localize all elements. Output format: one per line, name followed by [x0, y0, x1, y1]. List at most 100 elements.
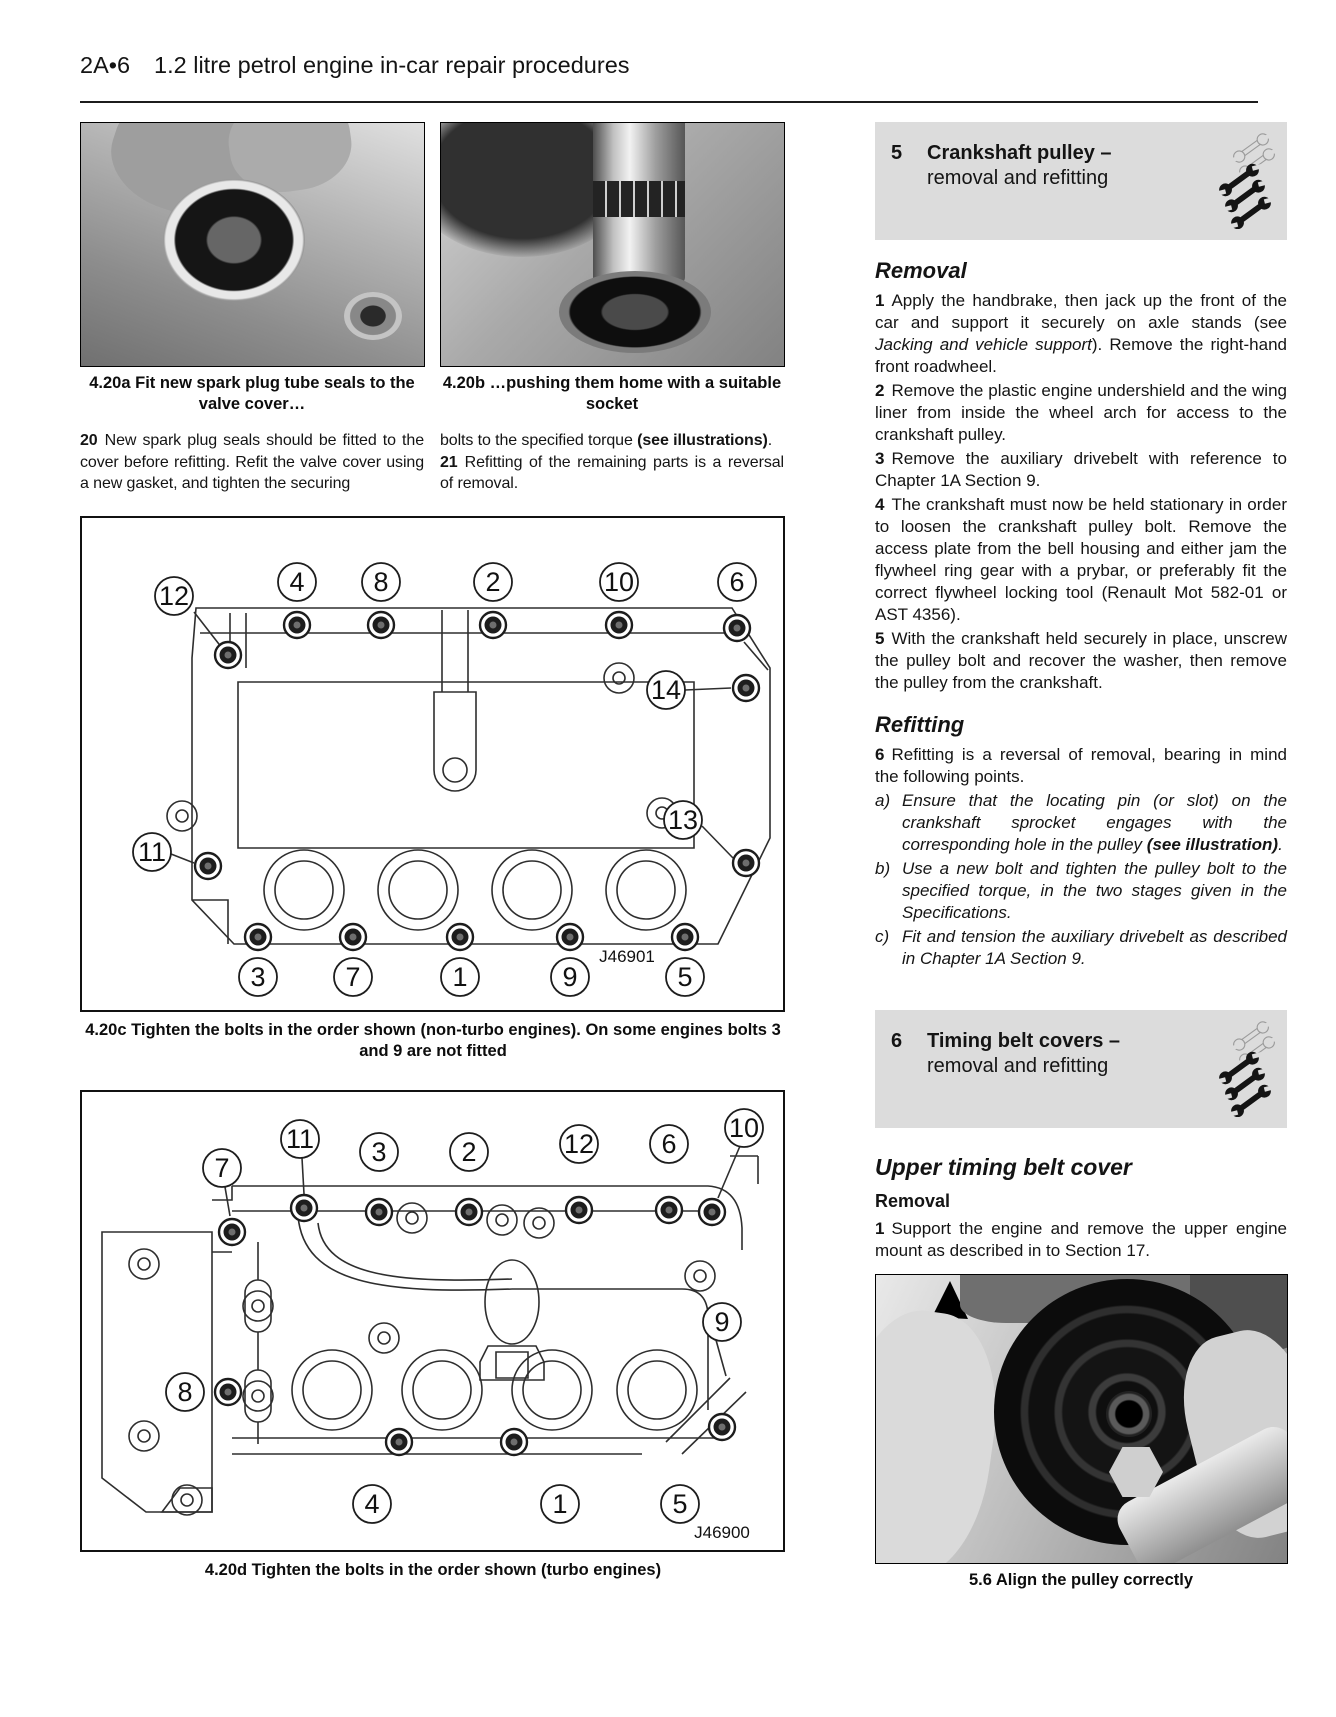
photo-art-pulley-hub [1106, 1391, 1152, 1437]
step-number: 1 [875, 291, 885, 310]
svg-text:2: 2 [485, 567, 500, 597]
paragraph-text: Refitting of the remaining parts is a re… [440, 453, 784, 493]
svg-text:8: 8 [373, 567, 388, 597]
svg-text:7: 7 [214, 1153, 229, 1183]
see-illustration-ref: (see illustration) [1146, 835, 1279, 854]
list-item-b: b) Use a new bolt and tighten the pulley… [875, 858, 1287, 924]
caption-4-20d: 4.20d Tighten the bolts in the order sho… [204, 1561, 662, 1579]
list-item-body: Use a new bolt and tighten the pulley bo… [902, 859, 1287, 922]
svg-text:9: 9 [562, 962, 577, 992]
difficulty-spanner-icon [1213, 1021, 1277, 1117]
step-number: 3 [875, 449, 885, 468]
svg-text:6: 6 [661, 1129, 676, 1159]
step-text: Remove the plastic engine undershield an… [875, 381, 1287, 444]
svg-text:8: 8 [177, 1377, 192, 1407]
refitting-heading: Refitting [875, 712, 965, 737]
svg-text:10: 10 [604, 567, 634, 597]
step-text: Support the engine and remove the upper … [875, 1219, 1287, 1260]
step-text: ). Remove the right-hand front roadwheel… [875, 335, 1287, 376]
svg-text:7: 7 [345, 962, 360, 992]
section-number: 5 [891, 142, 903, 164]
paragraph-number: 21 [440, 453, 458, 471]
diagram-line-art [170, 607, 771, 945]
page-title: 1.2 litre petrol engine in-car repair pr… [154, 52, 630, 78]
list-item-body: Fit and tension the auxiliary drivebelt … [902, 927, 1287, 968]
svg-text:6: 6 [729, 567, 744, 597]
list-item-body: Ensure that the locating pin (or slot) o… [902, 791, 1287, 854]
svg-text:11: 11 [138, 837, 166, 867]
list-item-label: c) [875, 927, 890, 946]
removal-heading: Removal [875, 258, 967, 283]
paragraph-text: bolts to the specified torque [440, 432, 638, 449]
caption-4-20b: 4.20b …pushing them home with a suitable… [442, 374, 782, 413]
photo-4-20b [440, 122, 785, 367]
caption-4-20a: 4.20a Fit new spark plug tube seals to t… [89, 374, 415, 413]
step-text: The crankshaft must now be held stationa… [875, 495, 1287, 624]
step-text: Apply the handbrake, then jack up the fr… [875, 291, 1287, 332]
intro-paragraph-21: bolts to the specified torque (see illus… [440, 430, 784, 495]
svg-text:5: 5 [677, 962, 692, 992]
svg-text:2: 2 [461, 1137, 476, 1167]
step-number: 5 [875, 629, 885, 648]
list-item-label: a) [875, 791, 891, 810]
svg-text:4: 4 [289, 567, 304, 597]
section-subtitle: removal and refitting [927, 1055, 1109, 1077]
photo-4-20a [80, 122, 425, 367]
diagram-ref-label: J46900 [694, 1523, 750, 1542]
photo-art-socket-band [593, 181, 685, 217]
difficulty-spanner-icon [1213, 133, 1277, 229]
step-number: 1 [875, 1219, 885, 1238]
section-title: Crankshaft pulley – [927, 142, 1112, 164]
caption-4-20c: 4.20c Tighten the bolts in the order sho… [85, 1021, 781, 1060]
photo-art-socket [593, 123, 685, 285]
photo-art-bolt-hole [344, 292, 402, 340]
section-title: Timing belt covers – [927, 1030, 1121, 1052]
section-number: 6 [891, 1030, 903, 1052]
svg-text:11: 11 [286, 1124, 314, 1154]
cross-reference: Jacking and vehicle support [875, 335, 1092, 354]
step-text: With the crankshaft held securely in pla… [875, 629, 1287, 692]
caption-5-6: 5.6 Align the pulley correctly [968, 1571, 1194, 1589]
svg-text:1: 1 [552, 1489, 567, 1519]
section-5-header: 5 Crankshaft pulley – removal and refitt… [875, 122, 1287, 240]
step-number: 4 [875, 495, 885, 514]
step-text: Remove the auxiliary drivebelt with refe… [875, 449, 1287, 490]
svg-text:12: 12 [564, 1129, 594, 1159]
list-item-text: Use a new bolt and tighten the pulley bo… [902, 858, 1287, 924]
list-item-c: c) Fit and tension the auxiliary drivebe… [875, 926, 1287, 970]
photo-art-seal-ring [163, 179, 305, 301]
section-6-header: 6 Timing belt covers – removal and refit… [875, 1010, 1287, 1128]
right-column: 5 Crankshaft pulley – removal and refitt… [875, 122, 1287, 1264]
header-rule [80, 101, 1258, 103]
upper-removal-subheading: Removal [875, 1191, 951, 1211]
photo-art-bolt-head [1109, 1447, 1163, 1497]
list-item-label: b) [875, 859, 891, 878]
svg-text:10: 10 [729, 1113, 759, 1143]
list-item-text: Ensure that the locating pin (or slot) o… [902, 790, 1287, 856]
list-item-body: . [1278, 835, 1283, 854]
paragraph-number: 20 [80, 432, 98, 449]
paragraph-text: New spark plug seals should be fitted to… [80, 432, 424, 492]
photo-5-6-pulley [875, 1274, 1288, 1564]
see-illustrations-ref: (see illustrations) [637, 432, 768, 449]
step-number: 6 [875, 745, 885, 764]
step-text: Refitting is a reversal of removal, bear… [875, 745, 1287, 786]
svg-text:3: 3 [250, 962, 265, 992]
list-item-text: Fit and tension the auxiliary drivebelt … [902, 926, 1287, 970]
svg-text:13: 13 [668, 805, 698, 835]
svg-text:1: 1 [452, 962, 467, 992]
section-subtitle: removal and refitting [927, 167, 1109, 189]
svg-text:9: 9 [714, 1307, 729, 1337]
